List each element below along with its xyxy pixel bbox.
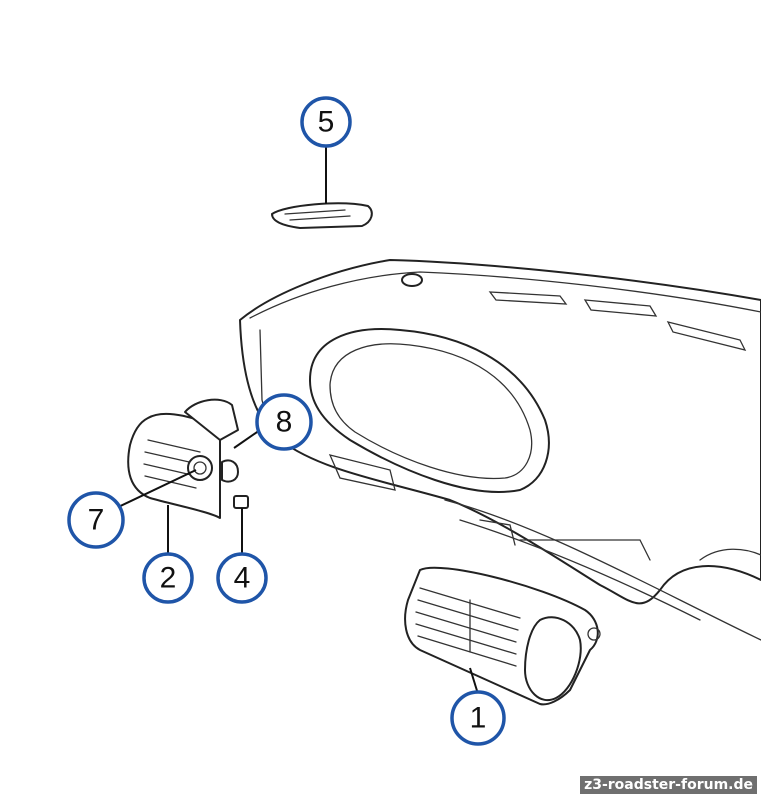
callout-4: 4 [216,552,268,604]
leader-7 [111,469,197,511]
callout-8-label: 8 [276,406,293,439]
watermark: z3-roadster-forum.de [580,776,757,794]
callout-8: 8 [255,393,313,451]
callout-7: 7 [67,491,125,549]
callout-2: 2 [142,552,194,604]
callout-7-label: 7 [88,504,105,537]
callout-4-label: 4 [234,562,251,595]
part-5-pad [271,202,373,229]
callout-1-label: 1 [470,702,487,735]
callout-5-label: 5 [318,106,335,139]
part-2-side-vent [127,398,239,519]
callout-2-label: 2 [160,562,177,595]
part-1-center-vent [404,566,601,706]
dashboard-drawing [239,259,761,641]
leader-8 [233,429,261,449]
callout-1: 1 [450,690,506,746]
part-4-clip [233,495,249,509]
leader-1 [469,667,479,695]
callout-5: 5 [300,96,352,148]
